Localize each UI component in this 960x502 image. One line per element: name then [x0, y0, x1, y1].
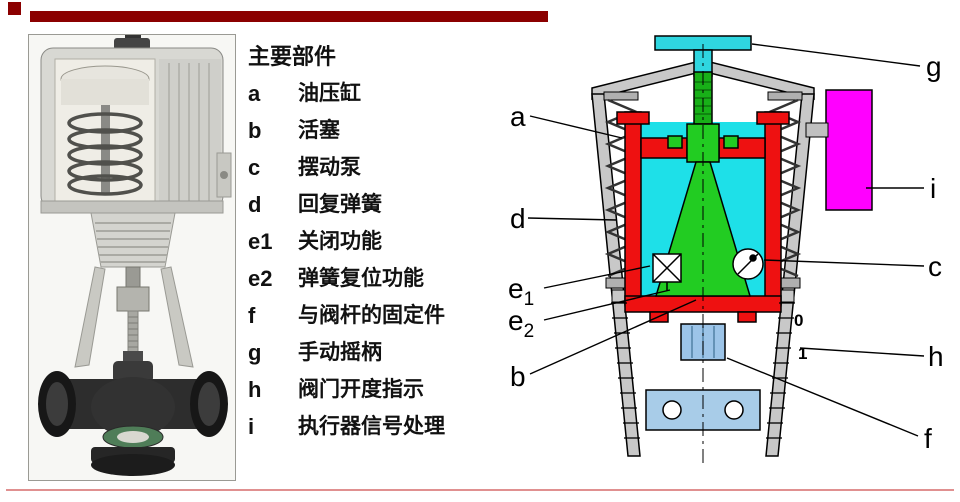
legend-item-label: 油压缸 — [298, 82, 361, 105]
legend-item-b: b 活塞 — [248, 112, 500, 149]
legend-item-label: 手动摇柄 — [298, 341, 382, 364]
actuator-housing — [40, 47, 232, 214]
legend-item-e1: e1 关闭功能 — [248, 223, 500, 260]
legend-item-f: f 与阀杆的固定件 — [248, 297, 500, 334]
housing-ribs — [168, 63, 210, 201]
legend-item-key: h — [248, 377, 262, 402]
callout-e1: e1 — [508, 273, 534, 310]
legend-item-h: h 阀门开度指示 — [248, 371, 500, 408]
actuator-body-walls — [591, 93, 815, 457]
legend-item-key: c — [248, 155, 261, 180]
legend-title: 主要部件 — [248, 44, 337, 69]
bottom-flange — [91, 454, 175, 476]
shutoff-valve-symbol — [652, 253, 682, 291]
oscillating-pump-symbol — [732, 248, 764, 280]
callout-e2: e2 — [508, 305, 534, 342]
actuator-neck — [90, 212, 176, 268]
slide-bottom-rule — [6, 489, 954, 491]
spring-coil — [67, 112, 143, 196]
slide-accent-square — [8, 2, 21, 15]
callout-h: h — [928, 341, 944, 372]
legend-item-label: 回复弹簧 — [298, 193, 382, 216]
scale-mark-1: 1 — [798, 344, 807, 363]
mounting-bracket — [645, 389, 761, 431]
legend-item-g: g 手动摇柄 — [248, 334, 500, 371]
legend-item-label: 活塞 — [298, 119, 340, 142]
legend-item-key: e2 — [248, 266, 273, 291]
signal-processor-box — [825, 89, 873, 211]
valve-stem-assembly — [74, 266, 194, 370]
legend-item-key: i — [248, 414, 255, 439]
callout-b: b — [510, 361, 526, 392]
legend-item-c: c 摆动泵 — [248, 149, 500, 186]
legend-item-label: 阀门开度指示 — [298, 378, 424, 401]
legend-item-key: e1 — [248, 229, 273, 254]
legend-item-label: 摆动泵 — [298, 156, 361, 179]
legend-item-label: 执行器信号处理 — [298, 415, 445, 438]
legend-item-key: d — [248, 192, 262, 217]
legend-item-key: b — [248, 118, 262, 143]
legend-item-label: 弹簧复位功能 — [298, 267, 424, 290]
inner-rod — [101, 105, 110, 195]
component-legend: 主要部件 a 油压缸 b 活塞 c 摆动泵 d 回复弹簧 e1 关闭功能 e2 … — [248, 38, 500, 445]
actuator-schematic: 0 1 a d e1 e2 b g — [500, 28, 960, 478]
opening-indicator-scale — [611, 302, 795, 439]
actuator-photo — [28, 34, 236, 481]
legend-item-i: i 执行器信号处理 — [248, 408, 500, 445]
signal-box-bracket — [805, 122, 829, 138]
callout-i: i — [930, 173, 936, 204]
legend-item-key: g — [248, 340, 262, 365]
legend-item-label: 关闭功能 — [298, 230, 382, 253]
scale-mark-0: 0 — [794, 311, 803, 330]
callout-g: g — [926, 51, 942, 82]
actuator-photo-art — [29, 35, 235, 480]
legend-item-key: f — [248, 303, 256, 328]
legend-item-a: a 油压缸 — [248, 75, 500, 112]
callout-a: a — [510, 101, 526, 132]
valve-body — [38, 351, 228, 476]
callout-c: c — [928, 251, 942, 282]
legend-item-key: a — [248, 81, 261, 106]
legend-item-e2: e2 弹簧复位功能 — [248, 260, 500, 297]
legend-item-label: 与阀杆的固定件 — [298, 304, 445, 327]
legend-item-d: d 回复弹簧 — [248, 186, 500, 223]
callout-f: f — [924, 423, 932, 454]
callout-leader-lines — [527, 43, 925, 437]
oil-pressure-cylinder — [616, 111, 790, 323]
callout-d: d — [510, 203, 526, 234]
schematic-art: 0 1 a d e1 e2 b g — [508, 35, 944, 468]
actuator-top-knob — [114, 35, 150, 50]
slide-accent-bar — [30, 11, 548, 22]
